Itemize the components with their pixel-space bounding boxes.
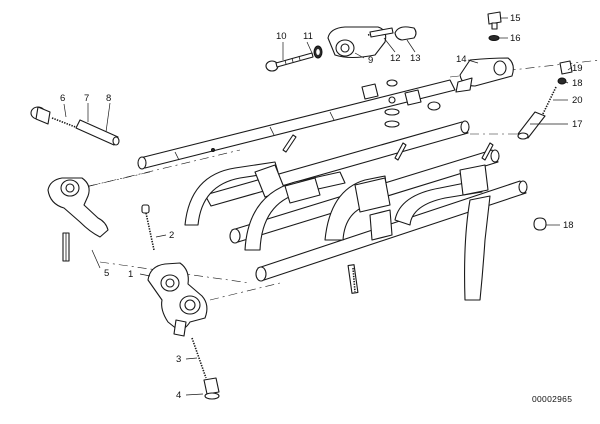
callout-14: 14 (456, 54, 467, 65)
callout-20: 20 (572, 95, 583, 106)
plug-13 (394, 26, 417, 41)
shift-fork-right (394, 164, 491, 301)
washer-11 (313, 45, 323, 59)
callout-3: 3 (176, 354, 181, 365)
pin-8 (75, 119, 120, 146)
callout-8: 8 (106, 93, 111, 104)
selector-lever-1 (147, 262, 208, 337)
callout-17: 17 (572, 119, 583, 130)
callout-7: 7 (84, 93, 89, 104)
roll-pin-5 (62, 232, 70, 262)
callout-labels: 1 2 3 4 5 6 7 8 9 10 11 12 13 14 15 16 1… (60, 13, 583, 401)
plug-6 (30, 106, 51, 125)
washer-16 (488, 35, 500, 41)
callout-16: 16 (510, 33, 521, 44)
callout-6: 6 (60, 93, 65, 104)
document-id: 00002965 (532, 394, 572, 404)
callout-18-upper: 18 (572, 78, 583, 89)
selector-arm-14 (455, 57, 514, 93)
callout-18-lower: 18 (563, 220, 574, 231)
callout-1: 1 (128, 269, 133, 280)
interlock-pins (361, 79, 441, 128)
spring-7 (51, 117, 79, 129)
shift-fork-center-left (244, 171, 346, 251)
spring-3 (191, 337, 207, 379)
fork-pins (282, 134, 494, 294)
upper-shift-rod (137, 79, 456, 170)
callout-2: 2 (169, 230, 174, 241)
cap-4 (203, 377, 220, 400)
pin-2 (141, 204, 155, 251)
plunger-17 (517, 111, 546, 140)
callout-11: 11 (303, 31, 313, 42)
callout-15: 15 (510, 13, 521, 24)
spring-20 (539, 86, 557, 121)
bolt-10 (265, 52, 314, 72)
callout-12: 12 (390, 53, 401, 64)
callout-9: 9 (368, 55, 373, 66)
callout-4: 4 (176, 390, 181, 401)
screw-15 (487, 11, 502, 30)
callout-19: 19 (572, 63, 583, 74)
shift-finger-5 (47, 177, 109, 238)
callout-13: 13 (410, 53, 421, 64)
leader-lines (63, 17, 573, 396)
ring-18 (557, 77, 567, 85)
spring-12 (367, 27, 394, 38)
callout-5: 5 (104, 268, 109, 279)
plug-19 (559, 60, 573, 75)
callout-10: 10 (276, 31, 287, 42)
ball-18 (533, 217, 547, 231)
shift-fork-center (324, 175, 393, 241)
